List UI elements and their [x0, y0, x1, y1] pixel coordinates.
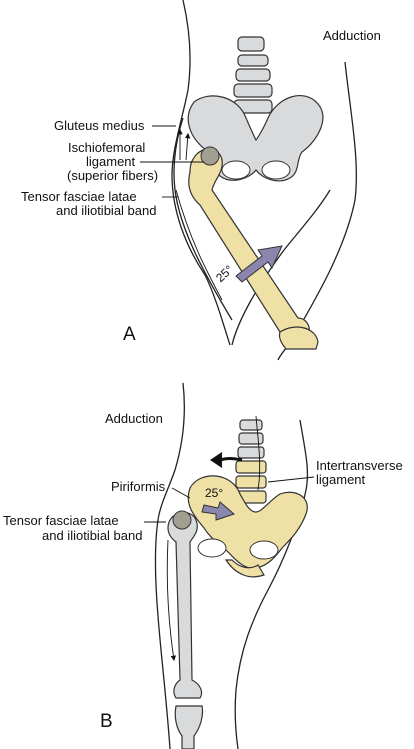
panel-b-force-arrow: [201, 501, 235, 521]
panel-b-title: Adduction: [105, 411, 163, 426]
panel-b-spine: [235, 419, 267, 504]
panel-a-angle-label: 25°: [213, 262, 236, 285]
panel-a-body-outline: [171, 0, 231, 346]
panel-b: 25° Adduction Intertransverse ligament P…: [3, 382, 403, 749]
panel-a: 25° Adduction Gluteus medius Ischiofemor…: [21, 0, 381, 361]
panel-a-force-arrow: [235, 245, 283, 283]
label-tensor-b-2: and iliotibial band: [42, 528, 142, 543]
panel-b-body-outline-right: [234, 419, 309, 749]
panel-a-thigh-inner: [231, 189, 331, 346]
label-tensor-a-2: and iliotibial band: [56, 203, 156, 218]
panel-b-bend-arrow: [219, 457, 243, 462]
label-intertransverse-1: Intertransverse: [316, 458, 403, 473]
label-tensor-b-1: Tensor fasciae latae: [3, 513, 119, 528]
panel-b-letter: B: [100, 711, 113, 732]
panel-b-femur: [167, 511, 203, 699]
panel-a-spine: [233, 36, 273, 114]
label-ischiofemoral-1: Ischiofemoral: [68, 140, 145, 155]
panel-b-tibia: [174, 705, 204, 749]
panel-a-ligament-patch: [200, 146, 220, 166]
label-tensor-a-1: Tensor fasciae latae: [21, 189, 137, 204]
label-ischiofemoral-3: (superior fibers): [67, 168, 158, 183]
panel-b-body-outline-left: [154, 382, 185, 749]
panel-a-tibia: [278, 326, 319, 350]
label-gluteus-medius: Gluteus medius: [54, 118, 145, 133]
label-piriformis: Piriformis: [111, 479, 166, 494]
panel-b-piriformis-patch: [172, 510, 192, 530]
panel-a-title: Adduction: [323, 28, 381, 43]
label-ischiofemoral-2: ligament: [86, 154, 136, 169]
panel-a-letter: A: [123, 324, 136, 345]
label-intertransverse-2: ligament: [316, 472, 366, 487]
panel-b-angle-label: 25°: [205, 486, 223, 500]
panel-a-thigh-outer: [173, 117, 233, 321]
